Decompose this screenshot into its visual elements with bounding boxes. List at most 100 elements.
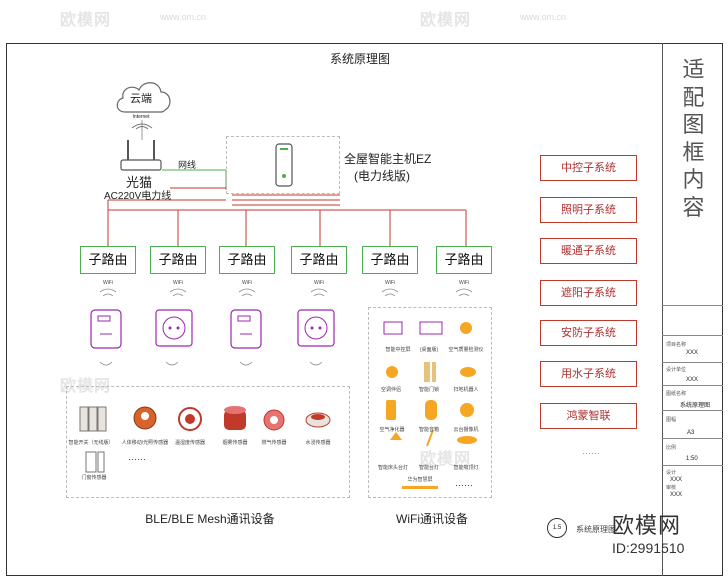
ble-device-label: 水浸传感器 [305, 440, 331, 446]
ble-device-label: 人体移动/光照传感器 [121, 440, 169, 446]
subsystem-box: 遮阳子系统 [540, 280, 637, 306]
title-block-value: XXX [670, 492, 683, 498]
wifi-label: WiFi [242, 280, 252, 286]
wifi-device-label: 空气质量检测仪 [448, 347, 484, 353]
host-device-icon [275, 143, 293, 187]
ble-device-label: 温湿度传感器 [174, 440, 205, 446]
subsystem-more: …… [582, 446, 600, 456]
wifi-device-label: 智能中控屏 [385, 347, 411, 353]
title-block-label: 图纸名称 [666, 391, 687, 397]
drawing-frame [6, 43, 723, 576]
socket-panel-icon [155, 309, 193, 347]
title-block-value: XXX [686, 377, 699, 383]
subsystem-box: 安防子系统 [540, 320, 637, 346]
title-block: 适配图框内容 [662, 43, 723, 576]
sub-router: 子路由 [219, 246, 275, 274]
watermark-brand-large: 欧模网 [612, 513, 682, 538]
title-block-label: 项目名称 [666, 342, 687, 348]
subsystem-box: 用水子系统 [540, 361, 637, 387]
ble-devices-box [66, 386, 350, 498]
title-block-value: XXX [686, 350, 699, 356]
watermark-url: www.om.cn [520, 12, 567, 22]
title-block-label: 比例 [666, 445, 677, 451]
cloud-icon [116, 82, 171, 113]
power-line-label: AC220V电力线 [104, 191, 172, 202]
host-edition: (电力线版) [354, 169, 410, 183]
wifi-device-label: 空气净化器 [379, 427, 405, 433]
wifi-device-label: 智能门锁 [418, 387, 439, 393]
title-block-divider [662, 410, 723, 411]
watermark-url: www.om.cn [160, 12, 207, 22]
ble-more: …… [128, 452, 146, 462]
wifi-device-label: 智能吸顶灯 [453, 465, 479, 471]
host-box [226, 136, 340, 194]
watermark-brand: 欧模网 [60, 12, 112, 29]
wifi-device-label: 华为智慧屏 [407, 477, 433, 483]
title-block-heading: 适配图框内容 [682, 58, 705, 221]
host-name: 全屋智能主机EZ [344, 152, 432, 166]
title-block-label: 审核 [666, 485, 677, 491]
title-block-divider [662, 305, 723, 306]
wifi-device-label: 智能台灯 [418, 465, 439, 471]
title-block-label: 图幅 [666, 417, 677, 423]
page-badge: 1.5 [547, 518, 567, 538]
internet-label: Internet [132, 114, 150, 120]
title-block-divider [662, 385, 723, 386]
wifi-label: WiFi [314, 280, 324, 286]
title-block-value: XXX [670, 477, 683, 483]
title-block-label: 设计单位 [666, 367, 687, 373]
power-plug-icon [90, 309, 122, 349]
wifi-device-label: 智能音箱 [418, 427, 439, 433]
ble-device-label: 门窗传感器 [81, 475, 107, 481]
wifi-devices-box [368, 307, 492, 498]
sub-router: 子路由 [291, 246, 347, 274]
wifi-device-label: 云台摄像机 [453, 427, 479, 433]
sub-router: 子路由 [436, 246, 492, 274]
socket-panel-icon [297, 309, 335, 347]
title-block-divider [662, 335, 723, 336]
subsystem-box: 照明子系统 [540, 197, 637, 223]
sub-router: 子路由 [362, 246, 418, 274]
modem-icon [120, 140, 162, 171]
ble-title: BLE/BLE Mesh通讯设备 [145, 512, 275, 526]
wifi-label: WiFi [459, 280, 469, 286]
watermark-id: ID:2991510 [612, 540, 685, 556]
ble-device-label: 烟雾传感器 [222, 440, 248, 446]
wifi-device-label: (桌面版) [419, 347, 439, 353]
modem-label: 光猫 [125, 175, 152, 190]
wifi-device-label: 空调伴侣 [380, 387, 401, 393]
page-caption: 系统原理图 [576, 525, 616, 534]
ble-device-label: 智能开关（无线版） [68, 440, 114, 446]
title-block-divider [662, 362, 723, 363]
subsystem-box: 鸿蒙智联 [540, 403, 637, 429]
wifi-label: WiFi [173, 280, 183, 286]
wifi-label: WiFi [385, 280, 395, 286]
wifi-title: WiFi通讯设备 [396, 512, 468, 526]
subsystem-box: 中控子系统 [540, 155, 637, 181]
subsystem-box: 暖通子系统 [540, 238, 637, 264]
sub-router: 子路由 [150, 246, 206, 274]
title-block-value: 1:50 [686, 456, 698, 462]
diagram-title: 系统原理图 [329, 52, 390, 66]
title-block-divider [662, 465, 723, 466]
title-block-value: 系统原理图 [680, 403, 711, 409]
cloud-label: 云端 [130, 93, 152, 105]
wifi-device-label: 扫地机器人 [453, 387, 479, 393]
title-block-label: 设计 [666, 470, 677, 476]
title-block-value: A3 [687, 430, 695, 436]
ble-device-label: 燃气传感器 [261, 440, 287, 446]
cable-label: 网线 [178, 160, 197, 170]
wifi-device-label: 智能床头台灯 [377, 465, 408, 471]
watermark-brand: 欧模网 [420, 12, 472, 29]
sub-router: 子路由 [80, 246, 136, 274]
wifi-more: …… [455, 478, 473, 488]
power-plug-icon [230, 309, 262, 349]
wifi-label: WiFi [103, 280, 113, 286]
watermark-brand: 欧模网 [420, 451, 472, 468]
signal-icon [131, 123, 153, 130]
title-block-divider [662, 438, 723, 439]
